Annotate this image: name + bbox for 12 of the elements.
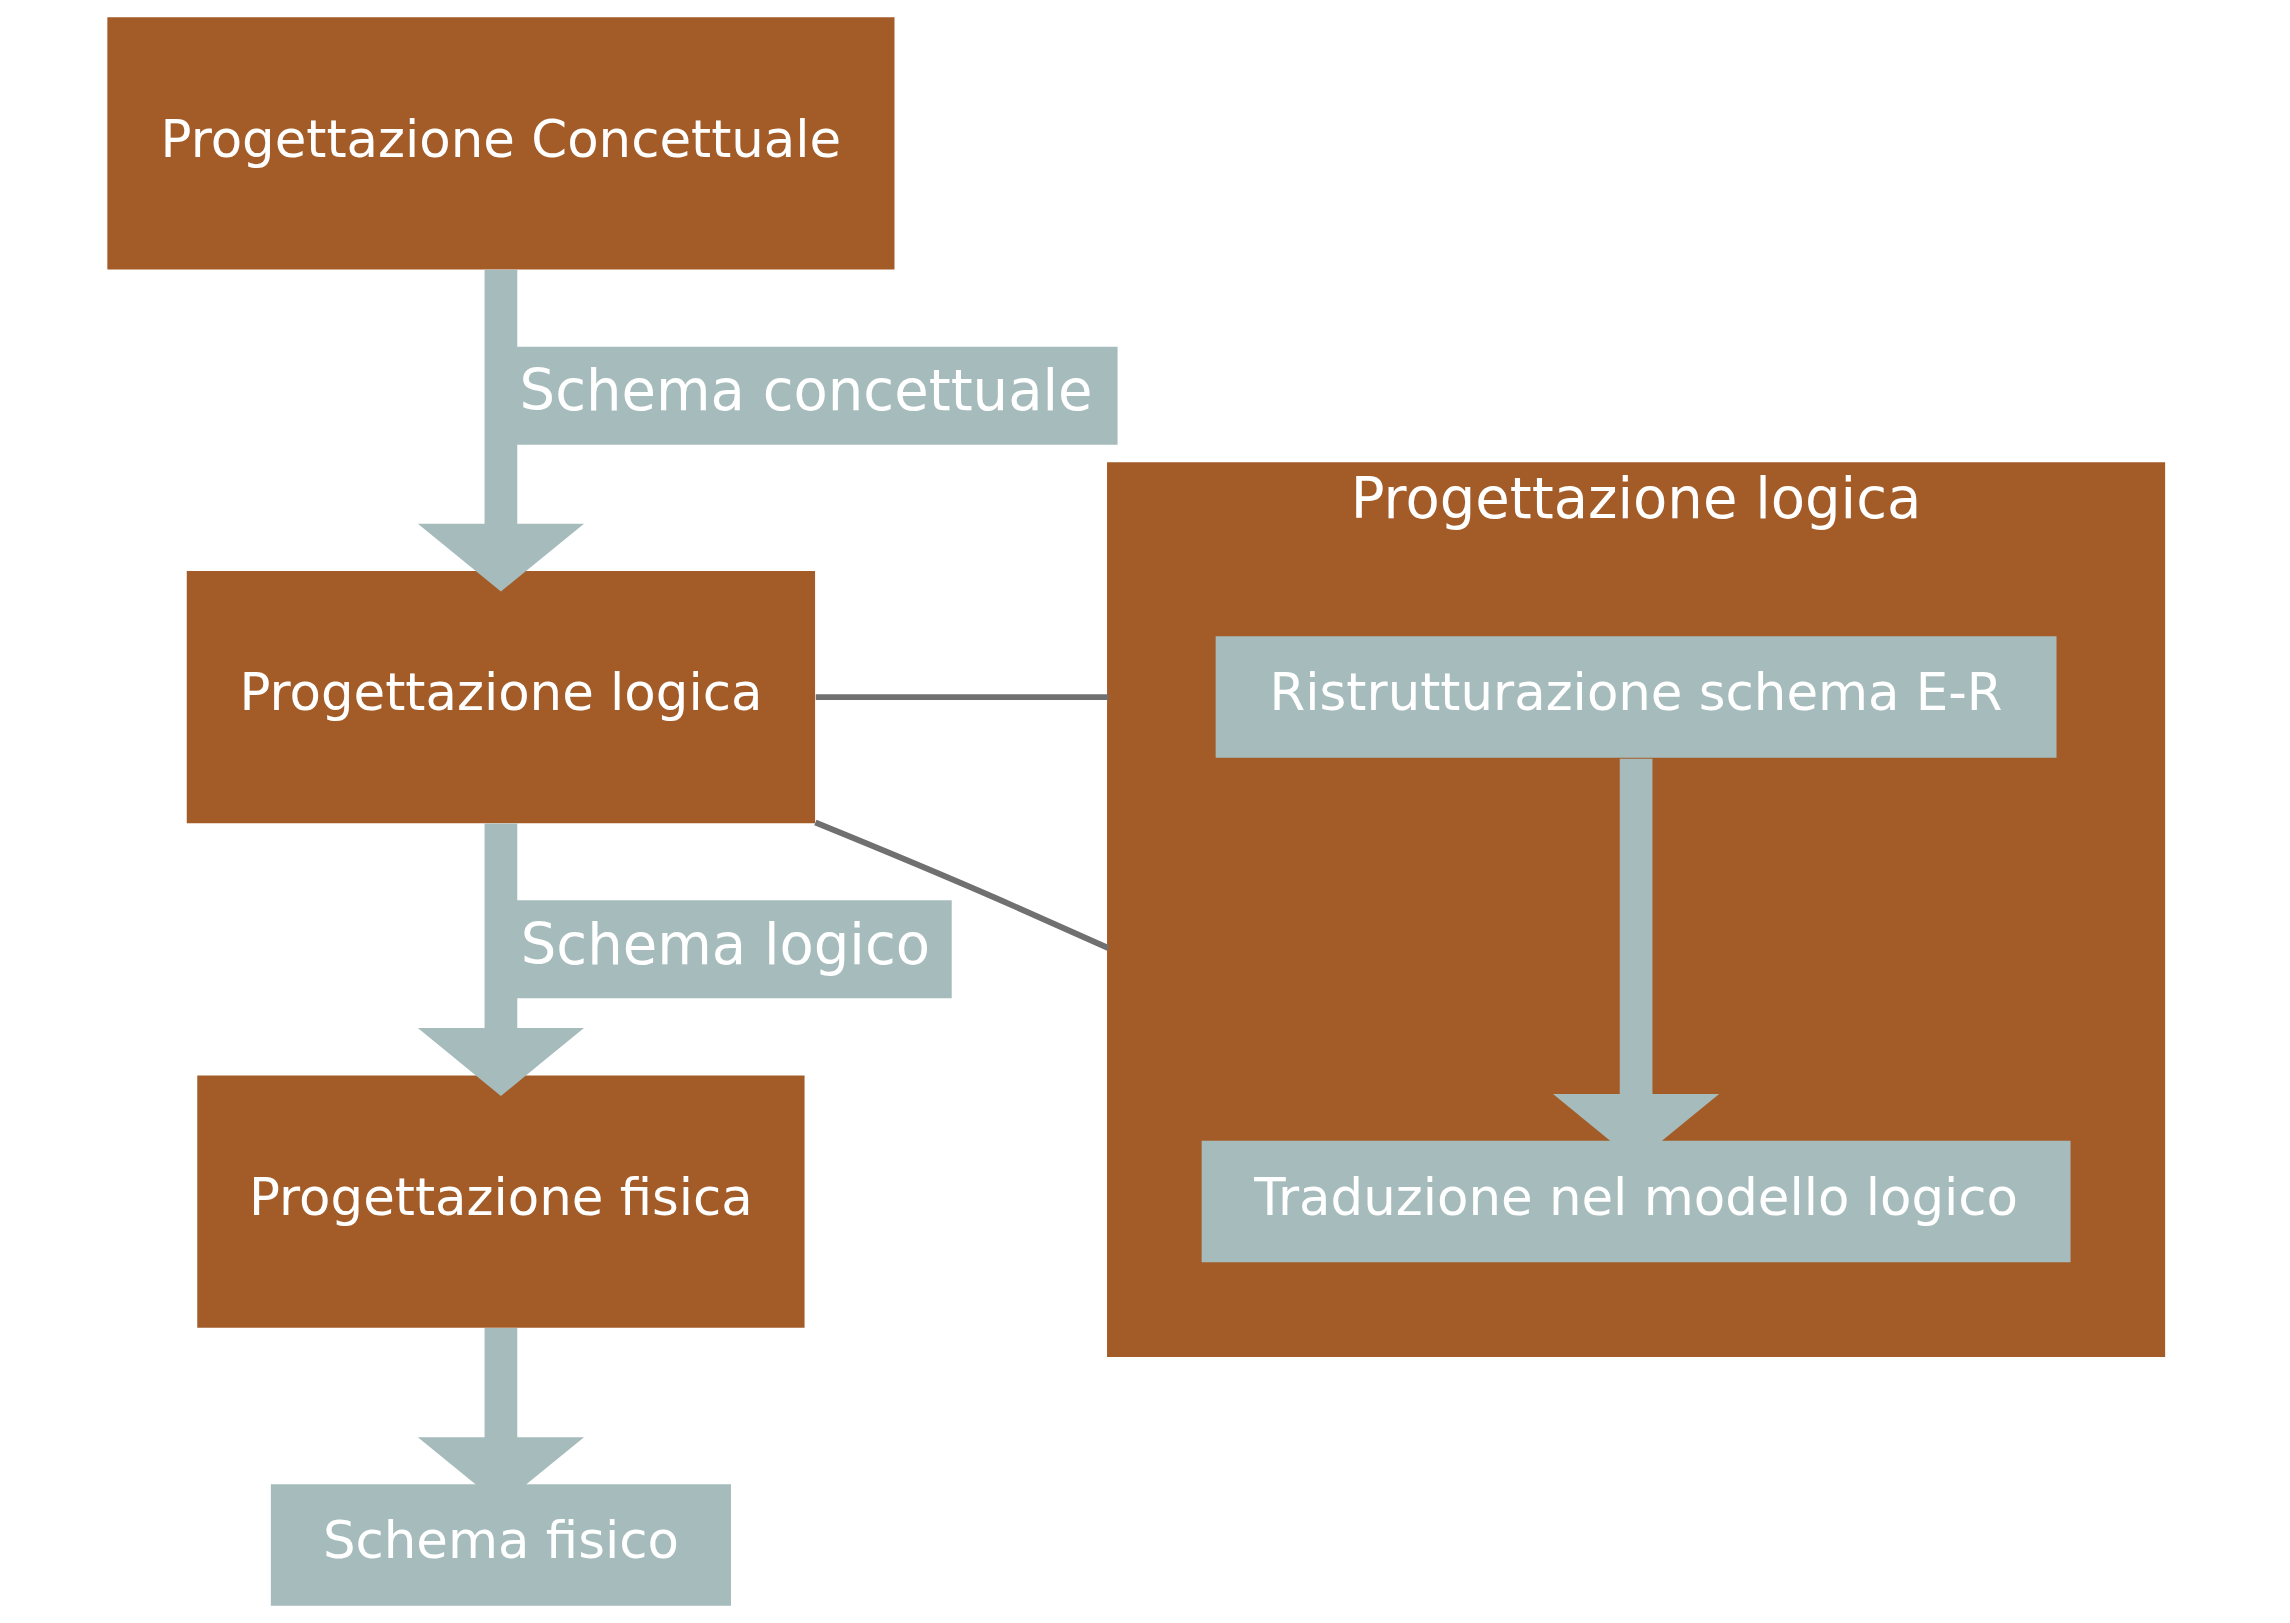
node-box: Ristrutturazione schema E-R <box>1215 636 2057 758</box>
arrow <box>417 269 585 592</box>
node-box: Progettazione logica <box>186 570 816 824</box>
node-box: Progettazione Concettuale <box>107 17 895 270</box>
connector <box>814 819 1110 951</box>
edge-label: Schema logico <box>520 911 931 977</box>
connector <box>815 694 1109 700</box>
edge-label: Schema concettuale <box>519 358 1093 424</box>
node-box: Schema fisico <box>270 1484 731 1606</box>
node-box: Traduzione nel modello logico <box>1201 1140 2071 1263</box>
arrow <box>417 823 585 1096</box>
node-box: Progettazione fisica <box>197 1075 805 1328</box>
